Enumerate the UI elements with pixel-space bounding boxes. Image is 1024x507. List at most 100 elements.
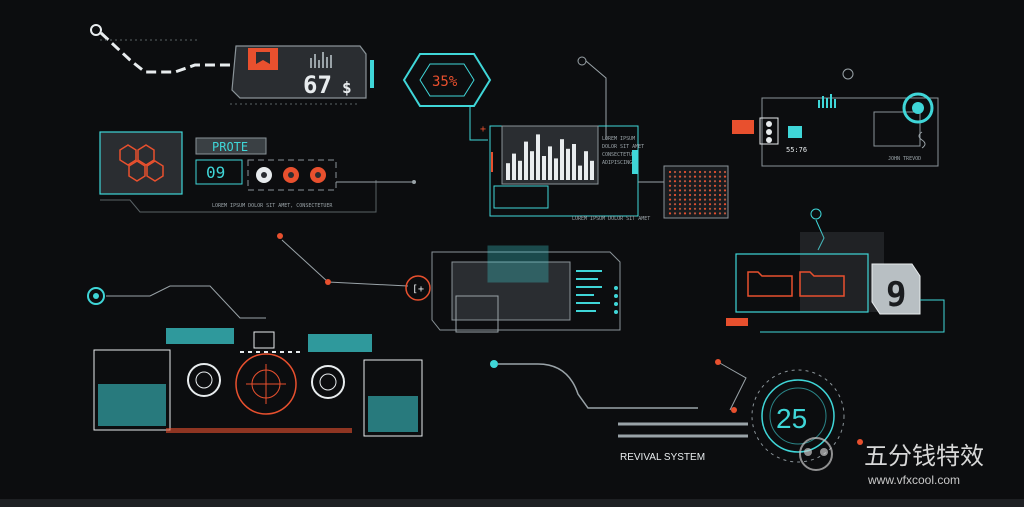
status-mini-bars (818, 94, 836, 108)
console-base-bar (166, 428, 352, 433)
matrix-frame (663, 165, 729, 219)
node-dot (577, 56, 587, 66)
dial-ring (761, 379, 835, 453)
target-subframe (455, 295, 499, 333)
matrix-dot (723, 207, 727, 210)
matrix-dot (683, 203, 687, 206)
matrix-dot (673, 180, 677, 183)
matrix-dot (668, 193, 672, 197)
matrix-dot (698, 180, 702, 183)
matrix-dot (673, 198, 677, 201)
matrix-dot (693, 184, 697, 187)
price-value: 67 (303, 71, 332, 99)
cyan-meter (166, 328, 234, 344)
spectrum-bar (512, 153, 516, 180)
connector-line (585, 60, 607, 140)
matrix-dot (713, 180, 717, 183)
dial-panel: 25 REVIVAL SYSTEM (490, 359, 863, 463)
target-frame (431, 251, 621, 331)
level-frame-left (93, 349, 171, 431)
matrix-dot (678, 175, 682, 178)
spectrum-bar (560, 139, 564, 180)
spectrum-panel: LOREM IPSUM DOLOR SIT AMET CONSECTETUER … (480, 56, 664, 222)
hex-caption: LOREM IPSUM DOLOR SIT AMET, CONSECTETUER (212, 203, 333, 209)
matrix-dot (718, 193, 722, 197)
matrix-dot (668, 203, 672, 206)
matrix-dot (703, 180, 707, 183)
matrix-dot (708, 193, 712, 197)
matrix-dot (703, 184, 707, 187)
matrix-dot (693, 189, 697, 192)
matrix-dot (713, 198, 717, 201)
gauge-right (311, 365, 345, 399)
matrix-dot (678, 207, 682, 210)
spectrum-bar (578, 165, 582, 180)
matrix-dot (713, 193, 717, 197)
matrix-dot (688, 212, 692, 215)
matrix-dot (723, 180, 727, 183)
matrix-dot (688, 170, 692, 174)
dial-outer-ring (751, 369, 845, 463)
matrix-dot (688, 203, 692, 206)
gauge-left (187, 363, 221, 397)
watermark-logo (799, 437, 833, 471)
matrix-dot (673, 170, 677, 174)
matrix-dot (688, 180, 692, 183)
spectrum-bar (524, 141, 528, 180)
matrix-dot (698, 212, 702, 215)
spectrum-bar (506, 163, 510, 180)
matrix-dot (723, 175, 727, 178)
counter-value: 09 (206, 163, 225, 182)
spectrum-bar (584, 151, 588, 180)
plus-icon: + (480, 124, 486, 135)
matrix-dot (708, 189, 712, 192)
console-chip (253, 331, 275, 349)
matrix-dot (723, 184, 727, 187)
matrix-dot (703, 212, 707, 215)
matrix-dot (718, 184, 722, 187)
matrix-dot (668, 198, 672, 201)
level-frame-right (363, 359, 423, 437)
matrix-dot (688, 198, 692, 201)
matrix-dot (683, 184, 687, 187)
hex-module: PROTE 09 LOREM IPSUM DOLOR SIT AMET, CON… (99, 131, 416, 213)
matrix-dot (698, 189, 702, 192)
matrix-dot (703, 203, 707, 206)
matrix-dot (718, 180, 722, 183)
matrix-dot (678, 184, 682, 187)
matrix-dot (708, 170, 712, 174)
matrix-dot (703, 198, 707, 201)
crosshair-icon (405, 275, 431, 301)
node-dot (842, 68, 854, 80)
spectrum-bar (572, 144, 576, 180)
radar-icon (902, 92, 934, 124)
connector-line (99, 31, 235, 74)
matrix-dot (708, 184, 712, 187)
matrix-dot (668, 189, 672, 192)
matrix-dot (683, 212, 687, 215)
spectrum-bar (518, 160, 522, 180)
nine-value: 9 (886, 275, 906, 315)
matrix-dot (678, 198, 682, 201)
matrix-dot (723, 212, 727, 215)
spectrum-accent (632, 150, 638, 174)
matrix-dot (723, 203, 727, 206)
connector-line (760, 299, 945, 333)
matrix-dot (698, 175, 702, 178)
folder-icon (747, 271, 793, 297)
toggle-group (256, 167, 326, 183)
target-panel: [+ (277, 233, 621, 333)
spectrum-bars (506, 134, 594, 180)
prote-label-box (195, 137, 267, 155)
matrix-dot (703, 189, 707, 192)
traffic-icon (759, 117, 779, 145)
dot-matrix-panel (663, 165, 729, 219)
matrix-dot (708, 175, 712, 178)
matrix-dot (678, 193, 682, 197)
matrix-dot (708, 212, 712, 215)
glass-overlay (800, 232, 884, 312)
hex-cells (119, 144, 164, 182)
dial-value: 25 (776, 403, 807, 434)
matrix-dot (698, 207, 702, 210)
side-text-line: ADIPISCING (602, 160, 632, 166)
